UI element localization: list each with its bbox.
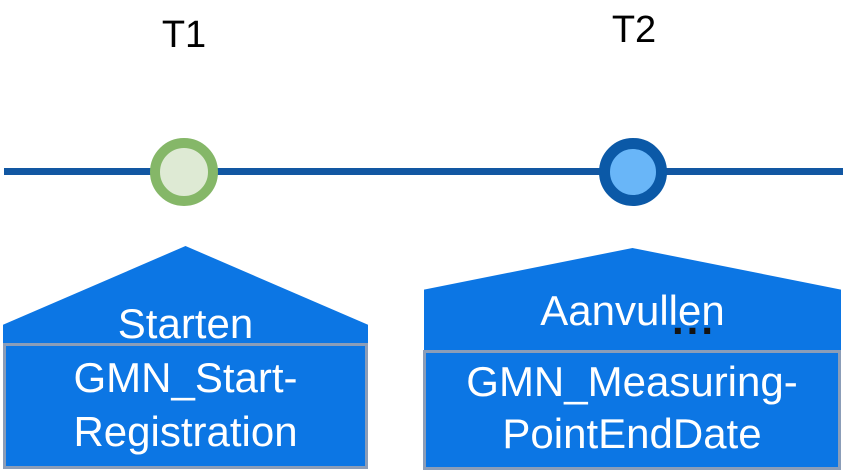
t1-label: T1: [161, 14, 207, 56]
aanvullen-box-line-2: PointEndDate: [502, 410, 762, 457]
t1-marker-circle: [150, 138, 218, 206]
aanvullen-callout-arrow: Aanvullen: [424, 248, 841, 352]
t2-marker-circle: [599, 138, 667, 206]
aanvullen-box-line-1: GMN_Measuring-: [466, 358, 798, 405]
starten-event-box: GMN_Start- Registration: [3, 343, 368, 469]
starten-callout-arrow: Starten: [3, 246, 368, 347]
aanvullen-event-box: GMN_Measuring- PointEndDate: [423, 350, 841, 470]
aanvullen-callout-title: Aanvullen: [540, 287, 725, 334]
timeline-line: [4, 168, 843, 175]
t2-label: T2: [611, 9, 657, 51]
aanvullen-ellipsis-text: ...: [672, 296, 717, 343]
starten-box-line-1: GMN_Start-: [73, 354, 298, 401]
starten-box-line-2: Registration: [73, 408, 298, 455]
starten-callout-title: Starten: [117, 300, 254, 347]
